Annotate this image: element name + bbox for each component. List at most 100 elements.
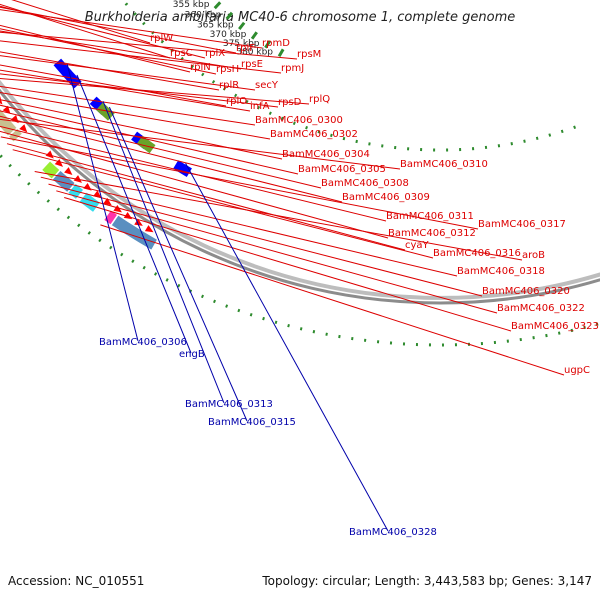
gene-label-rpsE: rpsE xyxy=(241,59,263,70)
label-leader xyxy=(0,9,263,49)
ruler-tick-label: 360 kbp xyxy=(185,11,222,21)
label-leader xyxy=(0,78,310,105)
gene-arrow xyxy=(2,105,11,115)
topology-summary: Topology: circular; Length: 3,443,583 bp… xyxy=(262,574,592,588)
inner-dotted-ruler xyxy=(121,0,581,152)
gene-label-BamMC406_0302: BamMC406_0302 xyxy=(270,129,358,140)
gene-label-BamMC406_0316: BamMC406_0316 xyxy=(433,248,521,259)
gene-label-BamMC406_0313: BamMC406_0313 xyxy=(185,399,273,410)
gene-label-BamMC406_0318: BamMC406_0318 xyxy=(457,266,545,277)
label-leader xyxy=(40,176,458,277)
label-leader xyxy=(12,149,434,259)
label-leader xyxy=(0,6,237,54)
ruler-tick-mark xyxy=(238,21,246,30)
gene-label-BamMC406_0317: BamMC406_0317 xyxy=(478,219,566,230)
gene-label-rplX: rplX xyxy=(205,48,225,59)
label-leader xyxy=(0,5,206,59)
label-leader xyxy=(108,106,248,422)
ruler-tick-mark xyxy=(277,48,285,57)
label-leader xyxy=(0,64,227,107)
ruler-tick-mark xyxy=(264,40,272,49)
label-leader xyxy=(0,28,217,75)
gene-label-BamMC406_0320: BamMC406_0320 xyxy=(482,286,570,297)
gene-label-rpsM: rpsM xyxy=(297,49,321,60)
label-leader xyxy=(34,171,523,261)
gene-label-secY: secY xyxy=(255,80,279,91)
ruler-tick-mark xyxy=(213,1,222,10)
gene-arrow xyxy=(144,225,154,233)
gene-label-BamMC406_0306: BamMC406_0306 xyxy=(99,337,187,348)
gene-label-rpsH: rpsH xyxy=(216,64,239,75)
gene-label-BamMC406_0328: BamMC406_0328 xyxy=(349,527,437,538)
gene-label-rpsD: rpsD xyxy=(278,97,302,108)
gene-arrow xyxy=(134,218,143,226)
gene-label-rplN: rplN xyxy=(190,62,211,73)
label-leader xyxy=(0,24,191,73)
gene-label-BamMC406_0322: BamMC406_0322 xyxy=(497,303,585,314)
gene-label-BamMC406_0305: BamMC406_0305 xyxy=(298,164,386,175)
gene-label-BamMC406_0309: BamMC406_0309 xyxy=(342,192,430,203)
gene-label-rplO: rplO xyxy=(226,96,247,107)
label-leader xyxy=(0,125,387,222)
ruler-tick-label: 365 kbp xyxy=(197,21,234,31)
gene-label-rplQ: rplQ xyxy=(309,94,330,105)
backbone-shadow xyxy=(0,79,600,300)
ruler-ticks: 330 kbp335 kbp340 kbp345 kbp350 kbp355 k… xyxy=(173,0,285,58)
label-leader xyxy=(6,143,406,251)
label-leader xyxy=(0,115,343,203)
label-leader xyxy=(0,51,220,91)
label-leader xyxy=(0,40,282,74)
gene-arrow xyxy=(45,150,54,159)
backbone-line xyxy=(0,88,600,305)
label-leader xyxy=(0,55,256,91)
gene-label-BamMC406_0310: BamMC406_0310 xyxy=(400,159,488,170)
minus-strand-gene xyxy=(63,69,82,89)
gene-arrow xyxy=(54,158,64,167)
feature-block xyxy=(111,214,158,251)
gene-label-BamMC406_0315: BamMC406_0315 xyxy=(208,417,296,428)
label-leader xyxy=(56,190,498,314)
label-leader xyxy=(102,101,225,404)
label-leader xyxy=(48,183,483,297)
ruler-tick-label: 375 kbp xyxy=(223,39,260,49)
gene-label-rpmJ: rpmJ xyxy=(281,63,304,74)
label-leader xyxy=(0,3,171,59)
gene-label-engB: engB xyxy=(179,349,205,360)
ruler-tick-label: 370 kbp xyxy=(210,30,247,40)
gene-label-BamMC406_0323: BamMC406_0323 xyxy=(511,321,599,332)
gene-label-cyaY: cyaY xyxy=(405,240,430,251)
gene-label-rpmD: rpmD xyxy=(262,38,290,49)
ruler-dots xyxy=(0,0,600,347)
label-leader xyxy=(0,118,401,170)
ruler-tick-mark xyxy=(250,31,258,40)
label-leader xyxy=(100,224,565,376)
backbone-arc xyxy=(0,79,600,305)
label-leader xyxy=(0,85,256,126)
label-leader xyxy=(11,0,151,44)
minus-strand-gene xyxy=(173,160,192,178)
accession-text: Accession: NC_010551 xyxy=(8,574,145,588)
gene-label-rplW: rplW xyxy=(150,33,173,44)
minus-strand-gene xyxy=(96,102,115,121)
gene-label-BamMC406_0308: BamMC406_0308 xyxy=(321,178,409,189)
gene-label-ugpC: ugpC xyxy=(564,365,590,376)
gene-arrow xyxy=(113,205,122,213)
gene-label-rplF: rplF xyxy=(236,43,255,54)
label-leader xyxy=(64,197,512,332)
label-leader xyxy=(0,31,298,60)
gene-label-rplR: rplR xyxy=(219,80,239,91)
gene-label-aroB: aroB xyxy=(522,250,545,261)
ruler-tick-label: 380 kbp xyxy=(236,48,273,58)
gene-arrow xyxy=(64,167,73,175)
ruler-tick-label: 355 kbp xyxy=(173,0,210,10)
minus-strand-gene xyxy=(136,135,156,154)
label-leader xyxy=(0,110,322,189)
gene-label-BamMC406_0304: BamMC406_0304 xyxy=(282,149,370,160)
gene-label-rpsC: rpsC xyxy=(170,48,193,59)
gene-label-infA: infA xyxy=(250,101,270,112)
ruler-tick-mark xyxy=(225,11,234,20)
gene-label-BamMC406_0312: BamMC406_0312 xyxy=(388,228,476,239)
label-leader xyxy=(0,30,242,70)
label-leader xyxy=(66,63,139,342)
